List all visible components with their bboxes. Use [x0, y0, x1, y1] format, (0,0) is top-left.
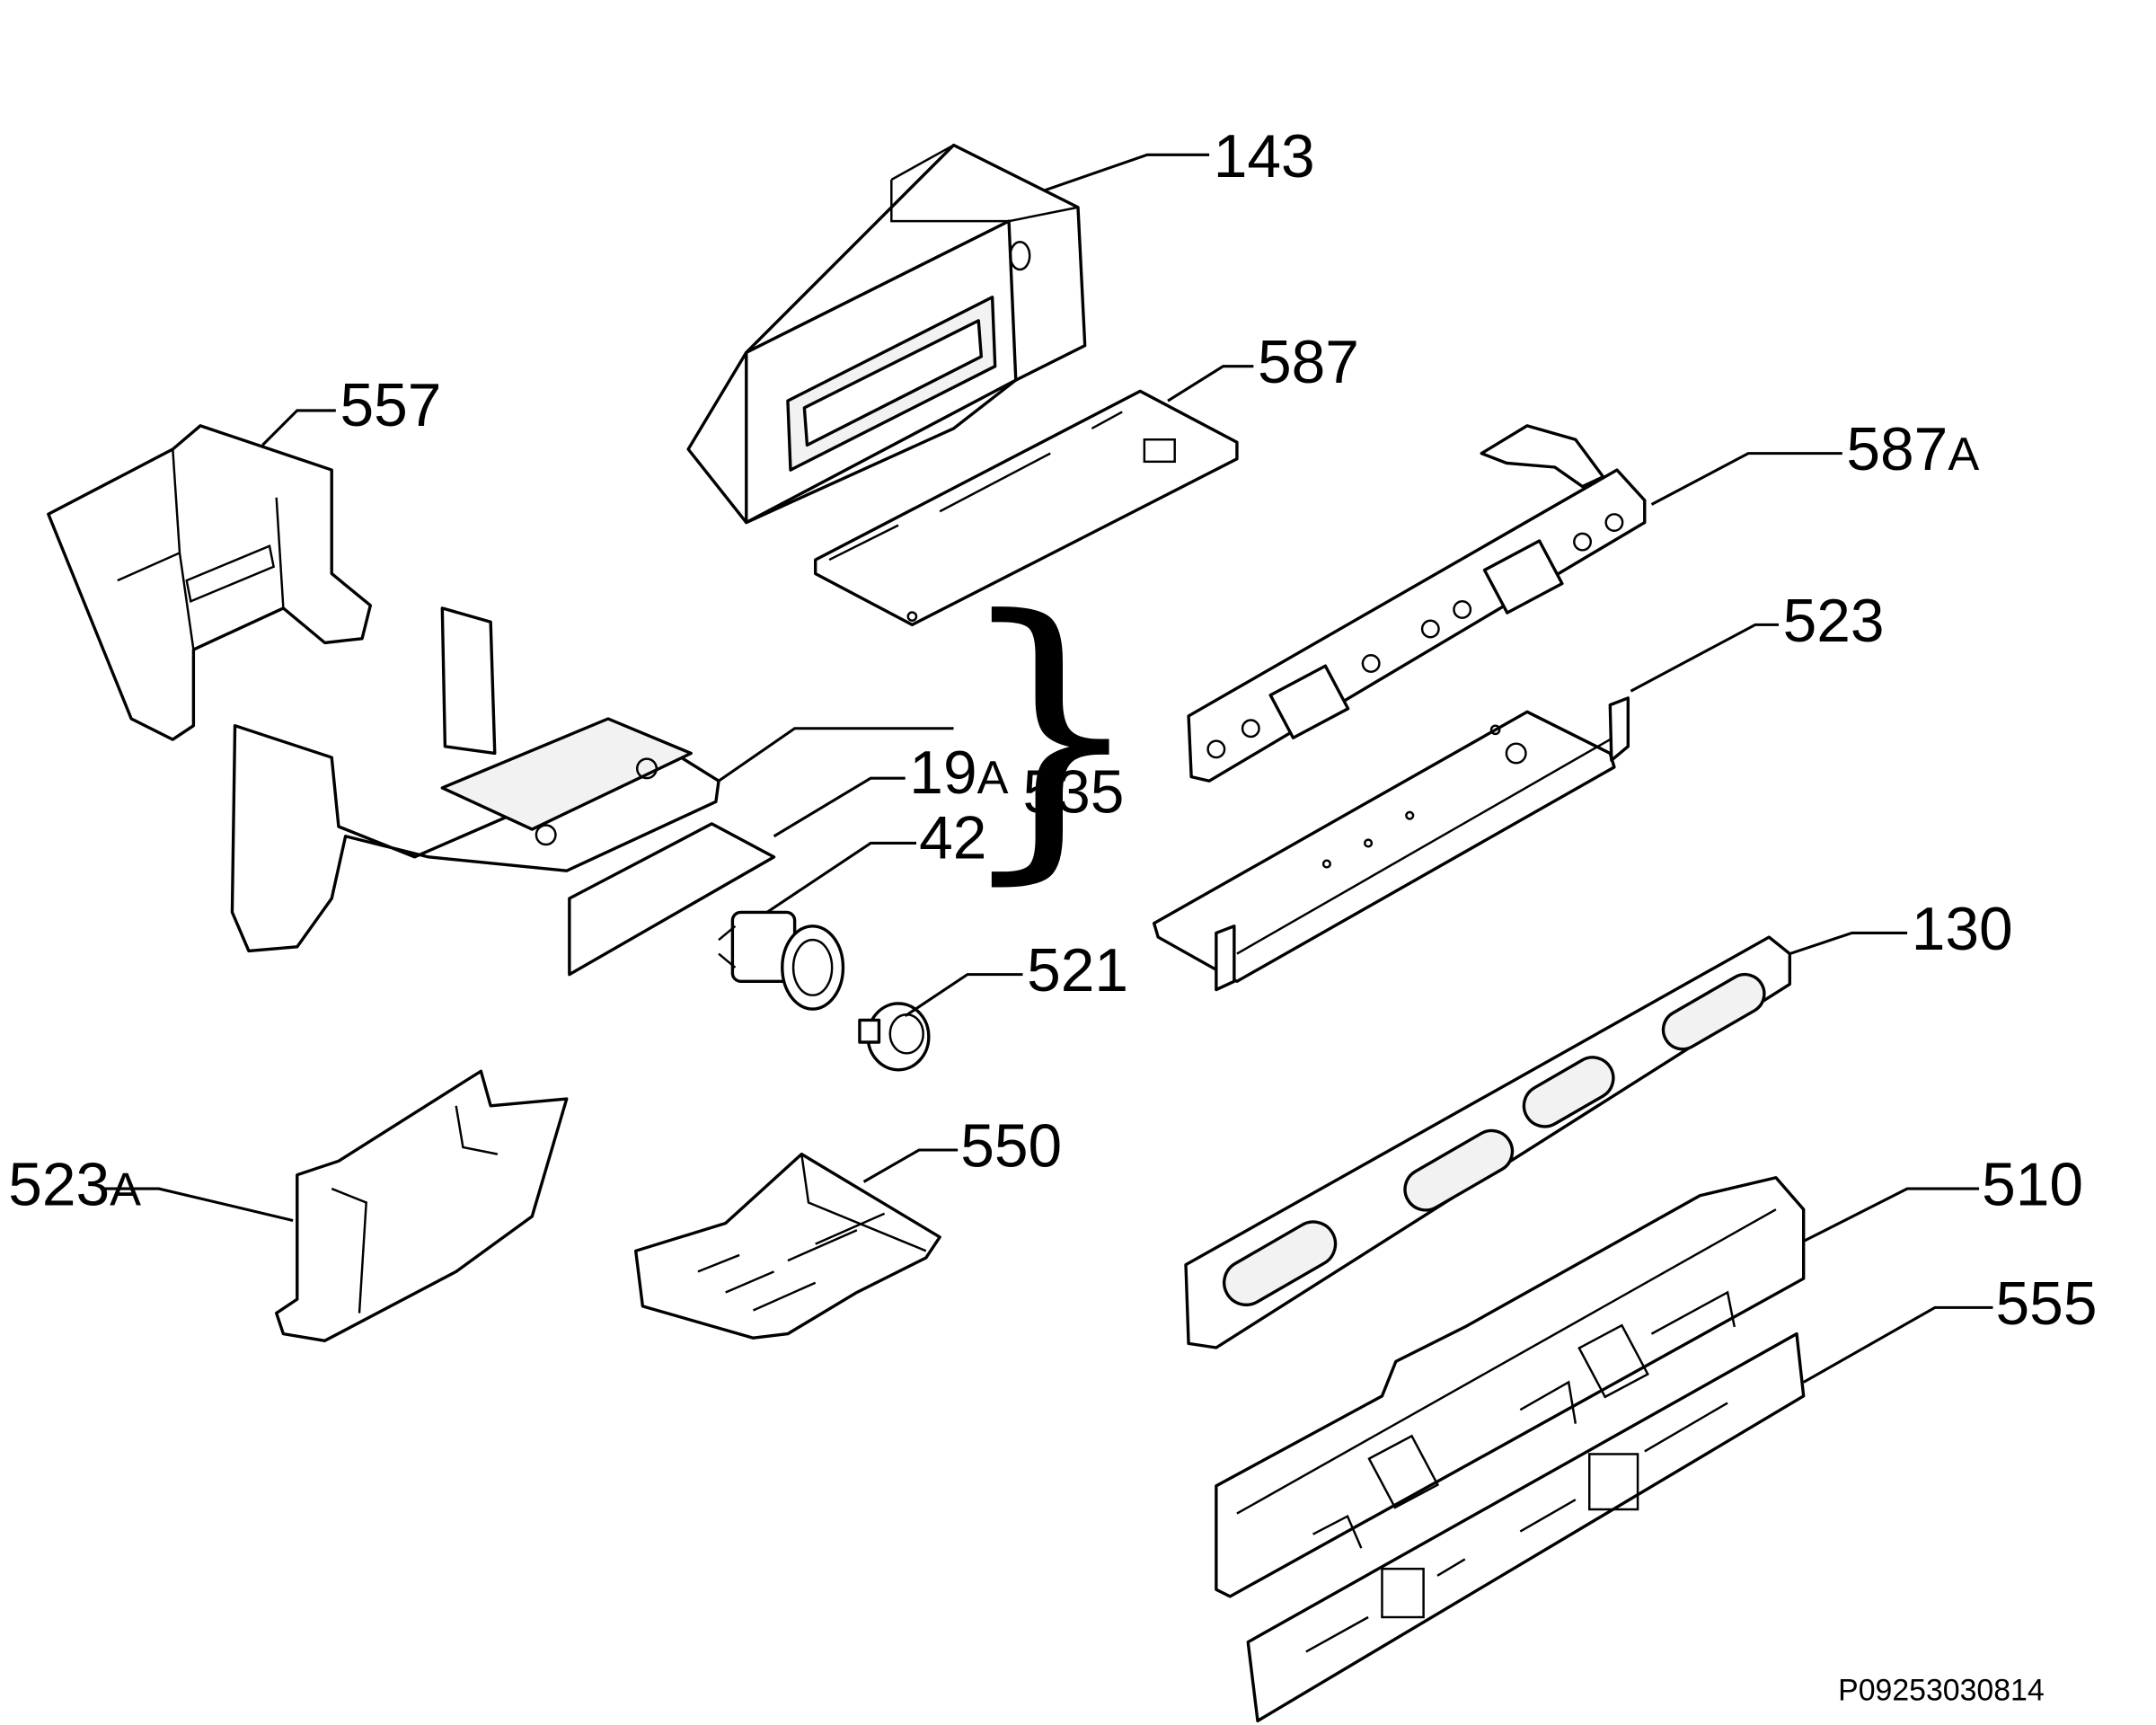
leader-130 [1789, 931, 1908, 955]
leader-lines [103, 153, 1993, 1384]
label-521: 521 [1027, 937, 1128, 1004]
leader-143 [1043, 153, 1210, 192]
part-535-tray [230, 606, 720, 953]
diagram-code: P09253030814 [1838, 1673, 2045, 1707]
label-523: 523 [1783, 588, 1885, 655]
label-535: 535 [1022, 759, 1124, 827]
leader-42 [765, 841, 916, 914]
label-587a: 587A [1846, 416, 1979, 483]
leader-555 [1802, 1305, 1993, 1384]
part-587-board [814, 389, 1239, 627]
label-19a: 19A [909, 739, 1008, 807]
part-130-frame [1184, 935, 1791, 1349]
label-510: 510 [1982, 1152, 2083, 1219]
part-labels: 143 587 557 587A 523 19A 535 42 521 130 … [8, 123, 2097, 1338]
label-555: 555 [1996, 1270, 2098, 1338]
part-143-housing [686, 143, 1087, 525]
leader-587a [1650, 452, 1842, 506]
part-42-lamp-holder [718, 910, 845, 1011]
leader-550 [862, 1148, 959, 1183]
part-587a-display-board [1187, 424, 1647, 783]
part-521-lamp-cap [858, 1002, 931, 1072]
leader-521 [904, 973, 1023, 1018]
part-510-control-module [1215, 1176, 1806, 1598]
label-550: 550 [960, 1112, 1062, 1180]
label-143: 143 [1214, 123, 1315, 190]
leader-19a [773, 776, 906, 838]
label-587: 587 [1258, 329, 1359, 396]
part-523-power-board [1152, 696, 1630, 992]
label-523a: 523A [8, 1152, 141, 1219]
label-130: 130 [1912, 896, 2013, 963]
leader-523a [103, 1187, 294, 1222]
leader-510 [1802, 1187, 1980, 1243]
leader-587 [1167, 365, 1254, 402]
label-42: 42 [919, 804, 986, 871]
part-19a-plate [568, 822, 776, 977]
part-523a-cover [275, 1069, 569, 1342]
leader-535-tray [718, 727, 954, 783]
part-550-drip-tray [634, 1152, 941, 1340]
leader-557 [261, 409, 336, 447]
part-557-bracket [47, 424, 372, 741]
group-brace: } [954, 555, 1147, 909]
label-557: 557 [340, 372, 441, 439]
part-555-overlay [1246, 1331, 1806, 1723]
leader-523 [1630, 623, 1779, 693]
